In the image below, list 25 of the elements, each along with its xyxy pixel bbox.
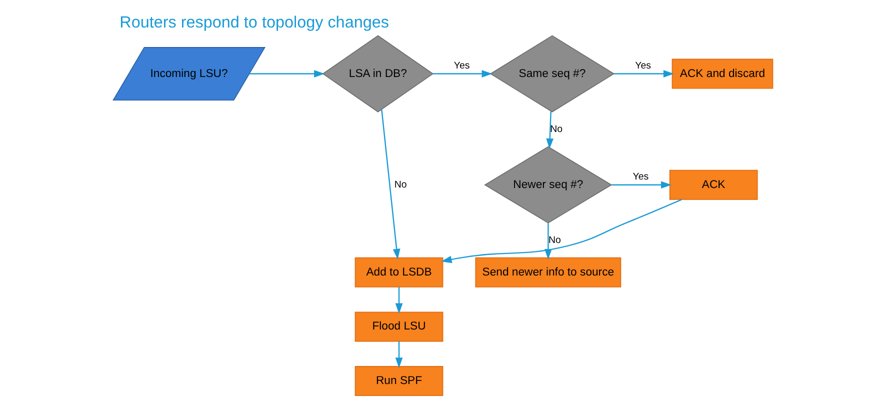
edge-label: No: [550, 124, 563, 135]
arrow: [395, 341, 403, 368]
arrow: [612, 181, 672, 189]
node-box: ACK and discard: [672, 58, 774, 89]
arrow: [441, 198, 682, 264]
edge-label: No: [548, 234, 561, 246]
node-box: Send newer info to source: [475, 257, 622, 288]
edge-label: Yes: [632, 172, 649, 183]
node-box: Add to LSDB: [354, 257, 444, 288]
edge-label: Yes: [454, 60, 470, 72]
diagram-title: Routers respond to topology changes: [120, 14, 389, 32]
node-box: Flood LSU: [354, 312, 444, 342]
node-box: ACK: [669, 170, 758, 200]
arrow: [395, 287, 403, 314]
node-diamond: LSA in DB?: [322, 35, 434, 112]
node-diamond: Same seq #?: [490, 35, 615, 112]
edge-label: No: [394, 179, 407, 190]
node-box: Run SPF: [354, 366, 444, 396]
edge-label: Yes: [635, 60, 651, 72]
node-diamond: Newer seq #?: [484, 146, 612, 224]
arrow: [433, 70, 492, 78]
arrow: [614, 70, 674, 78]
arrow: [250, 70, 325, 78]
arrow: [381, 109, 400, 260]
arrow: [546, 111, 554, 150]
